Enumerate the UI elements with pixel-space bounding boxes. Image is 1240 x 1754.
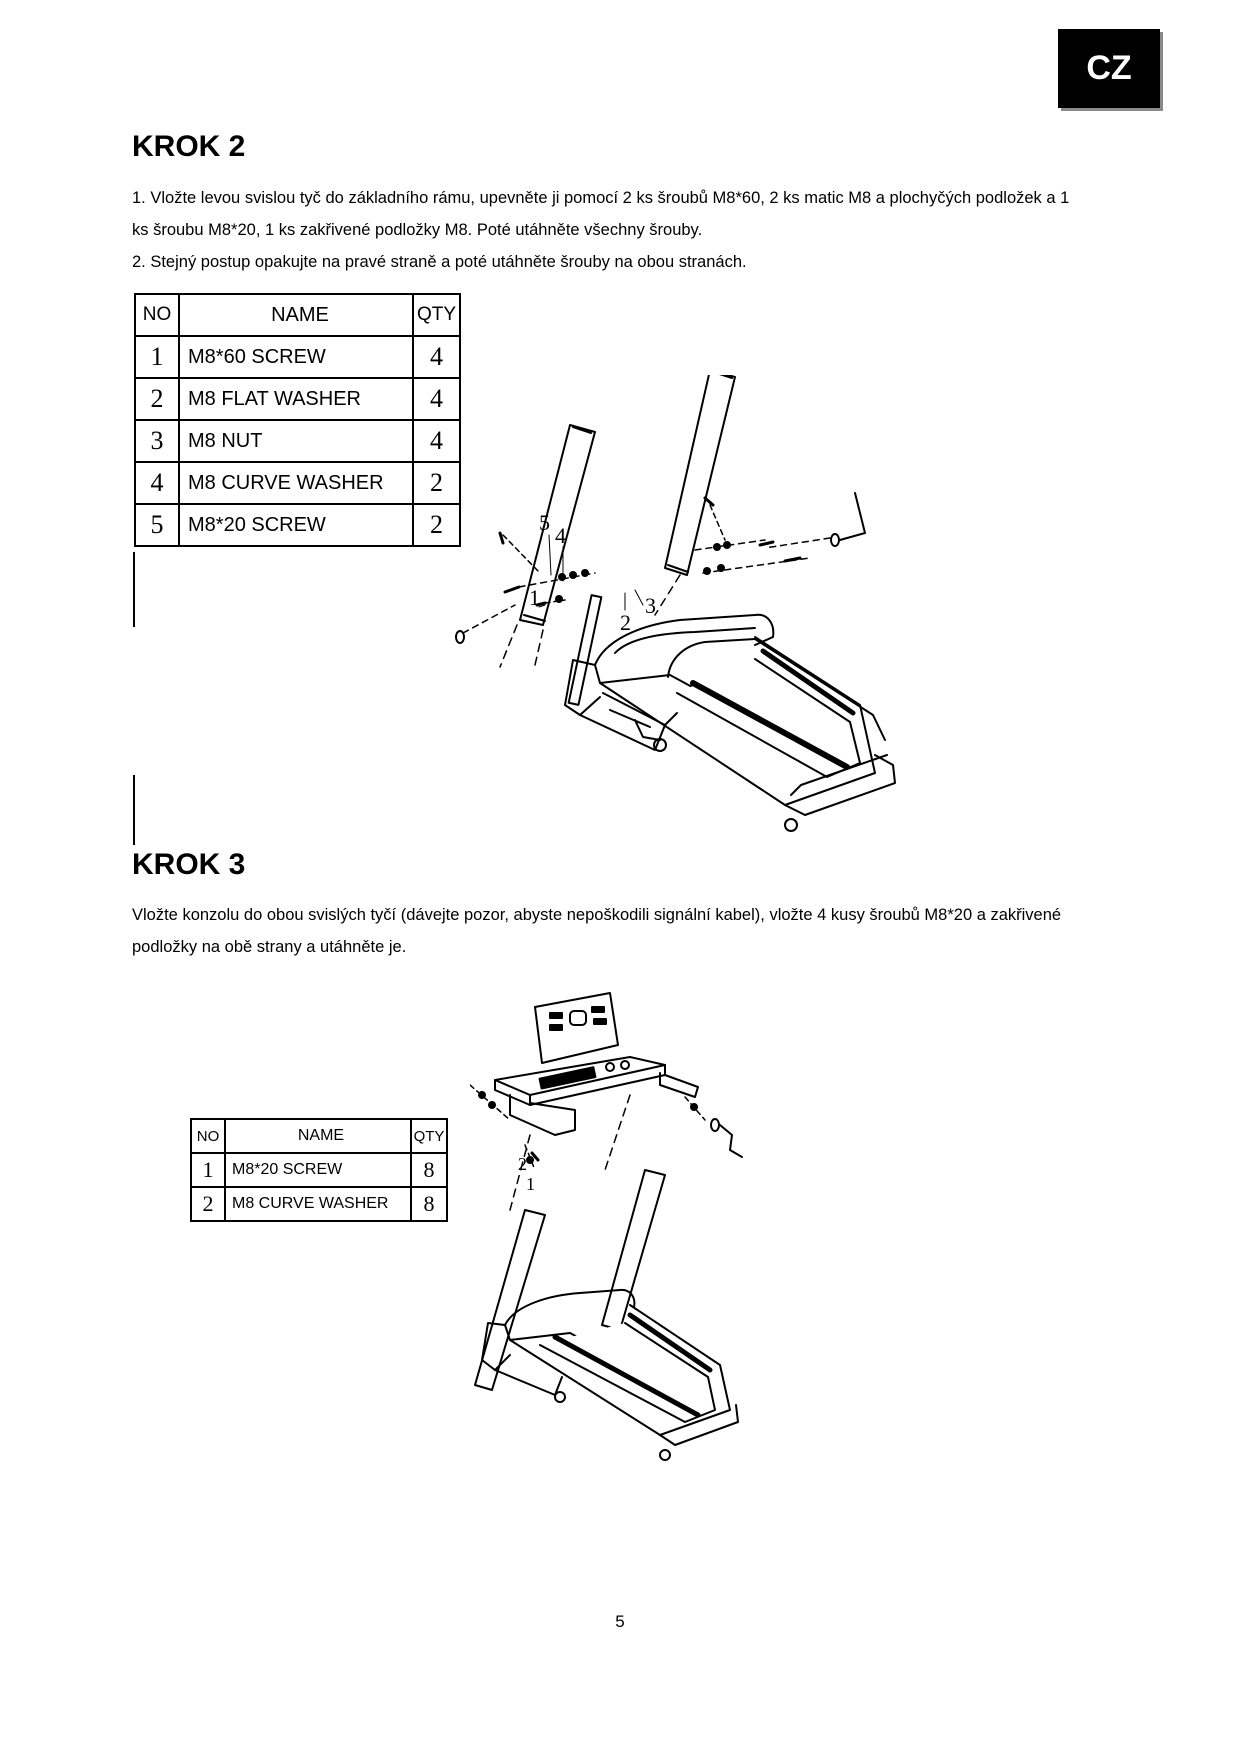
- console-frame: [494, 1056, 699, 1136]
- part-qty: 4: [412, 419, 461, 463]
- col-no-header: NO: [190, 1118, 226, 1154]
- part-name: M8 CURVE WASHER: [178, 461, 414, 505]
- callout-label: 1: [529, 585, 540, 610]
- table-row: 3 M8 NUT 4: [134, 419, 461, 463]
- part-name: M8 CURVE WASHER: [224, 1186, 412, 1222]
- table-row: 1 M8*20 SCREW 8: [190, 1152, 448, 1188]
- step2-parts-table: NO NAME QTY 1 M8*60 SCREW 4 2 M8 FLAT WA…: [134, 293, 461, 547]
- part-no: 2: [134, 377, 180, 421]
- col-qty-header: QTY: [410, 1118, 448, 1154]
- step2-instruction-3: 2. Stejný postup opakujte na pravé stran…: [132, 253, 747, 271]
- treadmill-base: [481, 1288, 739, 1461]
- table-row: 1 M8*60 SCREW 4: [134, 335, 461, 379]
- treadmill-base: [564, 594, 896, 832]
- part-qty: 8: [410, 1186, 448, 1222]
- callout-label: 5: [539, 510, 550, 535]
- part-name: M8*60 SCREW: [178, 335, 414, 379]
- part-qty: 4: [412, 335, 461, 379]
- table-row: 5 M8*20 SCREW 2: [134, 503, 461, 547]
- part-no: 4: [134, 461, 180, 505]
- table-header-row: NO NAME QTY: [190, 1118, 448, 1154]
- part-no: 3: [134, 419, 180, 463]
- console-hardware: [470, 1084, 743, 1171]
- step2-instruction-2: ks šroubu M8*20, 1 ks zakřivené podložky…: [132, 221, 703, 239]
- table-row: 2 M8 CURVE WASHER 8: [190, 1186, 448, 1222]
- page-number: 5: [615, 1612, 625, 1631]
- col-name-header: NAME: [224, 1118, 412, 1154]
- part-no: 1: [134, 335, 180, 379]
- step3-heading: KROK 3: [132, 848, 246, 881]
- callout-leaders: [538, 534, 644, 611]
- right-hardware: [694, 492, 866, 575]
- callout-label: 3: [645, 593, 656, 618]
- col-no-header: NO: [134, 293, 180, 337]
- callout-label: 1: [526, 1174, 535, 1194]
- part-name: M8 FLAT WASHER: [178, 377, 414, 421]
- part-qty: 2: [412, 461, 461, 505]
- step2-instruction-1: 1. Vložte levou svislou tyč do základníh…: [132, 189, 1070, 207]
- step3-assembly-diagram: 2 1: [470, 992, 743, 1461]
- table-row: 2 M8 FLAT WASHER 4: [134, 377, 461, 421]
- part-no: 2: [190, 1186, 226, 1222]
- part-no: 1: [190, 1152, 226, 1188]
- part-no: 5: [134, 503, 180, 547]
- part-qty: 2: [412, 503, 461, 547]
- part-qty: 4: [412, 377, 461, 421]
- col-qty-header: QTY: [412, 293, 461, 337]
- right-upright-post: [654, 375, 736, 616]
- step3-parts-table: NO NAME QTY 1 M8*20 SCREW 8 2 M8 CURVE W…: [190, 1118, 448, 1222]
- callout-label: 2: [518, 1154, 527, 1174]
- step2-assembly-diagram: 5 4 1 2 3: [455, 375, 896, 832]
- col-name-header: NAME: [178, 293, 414, 337]
- callout-label: 2: [620, 610, 631, 635]
- table-row: 4 M8 CURVE WASHER 2: [134, 461, 461, 505]
- table-header-row: NO NAME QTY: [134, 293, 461, 337]
- table-edge-line: [133, 775, 135, 845]
- callout-label: 4: [555, 523, 566, 548]
- left-hardware: [455, 531, 596, 644]
- step3-instruction-1: Vložte konzolu do obou svislých tyčí (dá…: [132, 906, 1062, 924]
- left-upright-post: [499, 424, 596, 668]
- part-name: M8 NUT: [178, 419, 414, 463]
- step3-instruction-2: podložky na obě strany a utáhněte je.: [132, 938, 407, 956]
- language-badge: CZ: [1058, 29, 1160, 108]
- table-edge-line: [133, 552, 135, 627]
- step2-heading: KROK 2: [132, 130, 246, 163]
- part-qty: 8: [410, 1152, 448, 1188]
- console-display: [534, 992, 619, 1064]
- part-name: M8*20 SCREW: [178, 503, 414, 547]
- part-name: M8*20 SCREW: [224, 1152, 412, 1188]
